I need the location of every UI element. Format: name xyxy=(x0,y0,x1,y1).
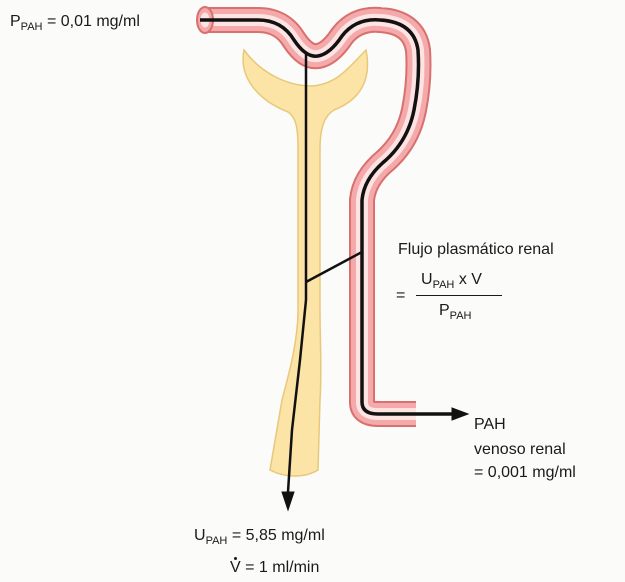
formula-equals-sign: = xyxy=(396,288,405,304)
numerator-subscript: PAH xyxy=(433,279,455,291)
venous-pah-subtitle: venoso renal xyxy=(474,442,566,458)
plasma-pah-value: = 0,01 mg/ml xyxy=(47,13,140,30)
venous-outflow-arrowhead xyxy=(452,408,468,420)
formula-denominator: PPAH xyxy=(439,303,471,319)
urine-pah-label: UPAH = 5,85 mg/ml xyxy=(194,528,325,544)
urine-flow-symbol: V xyxy=(230,560,241,576)
urine-outflow-arrowhead xyxy=(282,492,294,510)
denominator-subscript: PAH xyxy=(450,310,472,322)
numerator-symbol: U xyxy=(421,271,433,288)
urine-pah-subscript: PAH xyxy=(206,535,228,547)
denominator-symbol: P xyxy=(439,302,450,319)
venous-pah-value: = 0,001 mg/ml xyxy=(474,465,576,481)
urine-flow-value: = 1 ml/min xyxy=(241,559,320,576)
urine-pah-symbol: U xyxy=(194,527,206,544)
numerator-rest: x V xyxy=(454,271,482,288)
venous-pah-label: PAH xyxy=(474,417,506,433)
plasma-pah-label: PPAH = 0,01 mg/ml xyxy=(10,14,140,30)
fraction-bar xyxy=(416,295,502,296)
formula-numerator: UPAH x V xyxy=(421,272,482,288)
plasma-pah-symbol: P xyxy=(10,13,21,30)
urine-pah-value: = 5,85 mg/ml xyxy=(232,527,325,544)
renal-plasma-flow-title: Flujo plasmático renal xyxy=(398,242,554,258)
urine-flow-label: V = 1 ml/min xyxy=(230,560,319,576)
plasma-pah-subscript: PAH xyxy=(21,21,43,33)
